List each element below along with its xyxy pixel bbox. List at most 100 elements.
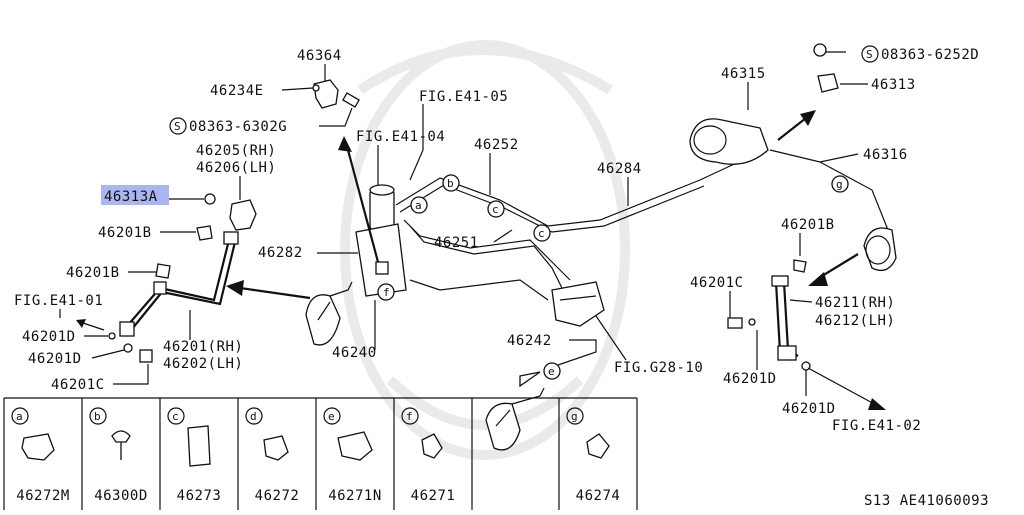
- legend-letter: c: [172, 410, 179, 423]
- label-46201D-right-a: 46201D: [723, 371, 777, 387]
- legend-letter: a: [16, 410, 23, 423]
- label-46242: 46242: [507, 333, 552, 349]
- label-46212: 46212(LH): [815, 313, 895, 329]
- label-46252: 46252: [474, 137, 519, 153]
- standard-part-symbol-s2: S: [861, 45, 879, 63]
- label-46211: 46211(RH): [815, 295, 895, 311]
- legend-letter: e: [328, 410, 335, 423]
- ref-fig-g28-10: FIG.G28-10: [614, 360, 703, 376]
- label-46313A: 46313A: [104, 189, 158, 205]
- ref-fig-e41-04: FIG.E41-04: [356, 129, 445, 145]
- part-rear-caliper-right-top: [689, 118, 769, 165]
- legend-cell-e: e 46271N: [323, 407, 382, 504]
- svg-text:S: S: [866, 48, 873, 61]
- label-08363-6252D: 08363-6252D: [881, 47, 979, 63]
- label-46201C-left: 46201C: [51, 377, 105, 393]
- legend-part-drawing: [111, 430, 131, 460]
- callout-g: g: [831, 175, 849, 193]
- legend-part-drawing: [586, 433, 610, 459]
- legend-letter-circle: [401, 407, 419, 425]
- legend-cell-f: f 46271: [401, 407, 456, 504]
- label-46201D-b: 46201D: [28, 351, 82, 367]
- legend-letter-circle: [323, 407, 341, 425]
- legend-part-number: 46300D: [94, 488, 148, 504]
- legend-letter: f: [406, 410, 413, 423]
- callout-e: e: [543, 362, 561, 380]
- callout-f: f: [377, 283, 395, 301]
- svg-text:a: a: [415, 199, 422, 212]
- legend-part-number: 46274: [576, 488, 621, 504]
- ref-fig-e41-05: FIG.E41-05: [419, 89, 508, 105]
- legend-letter-circle: [245, 407, 263, 425]
- svg-text:c: c: [538, 227, 545, 240]
- legend-cell-g: g 46274: [566, 407, 621, 504]
- legend-part-number: 46271N: [328, 488, 382, 504]
- svg-text:b: b: [447, 177, 454, 190]
- callout-a: a: [410, 196, 428, 214]
- legend-part-number: 46273: [177, 488, 222, 504]
- label-46201B-right: 46201B: [781, 217, 835, 233]
- label-46282: 46282: [258, 245, 303, 261]
- label-46316: 46316: [863, 147, 908, 163]
- legend-letter: b: [94, 410, 101, 423]
- svg-text:g: g: [836, 178, 843, 191]
- highlight-46313A[interactable]: [101, 185, 169, 205]
- part-rear-caliper-right: [863, 227, 897, 272]
- label-46315: 46315: [721, 66, 766, 82]
- master-cylinder: [355, 184, 407, 297]
- legend-part-drawing: [187, 425, 211, 467]
- label-46234E: 46234E: [210, 83, 264, 99]
- part-46313-bracket: [817, 73, 839, 93]
- arrow-to-hose: [239, 286, 311, 300]
- legend-letter-circle: [89, 407, 107, 425]
- legend-part-number: 46272: [255, 488, 300, 504]
- legend-part-number: 46271: [411, 488, 456, 504]
- part-front-caliper-left: [305, 281, 353, 346]
- legend-part-drawing: [21, 433, 55, 461]
- hose-fitting-bottom: [119, 321, 135, 337]
- arrow-to-rear-hose: [821, 253, 859, 277]
- svg-text:e: e: [548, 365, 555, 378]
- legend-cells: a 46272M b 46300D c 46273 d 46272 e 46271N f 46271 g…: [11, 407, 621, 504]
- legend-part-number: 46272M: [16, 488, 70, 504]
- legend-cell-a: a 46272M: [11, 407, 70, 504]
- legend-part-drawing: [421, 433, 443, 459]
- legend-letter: d: [250, 410, 257, 423]
- label-46201B-left: 46201B: [98, 225, 152, 241]
- legend-table: [3, 397, 638, 510]
- watermark-emblem: [340, 40, 630, 460]
- standard-part-symbol-s: S: [169, 117, 187, 135]
- label-46284: 46284: [597, 161, 642, 177]
- label-46201C-right: 46201C: [690, 275, 744, 291]
- legend-part-drawing: [337, 431, 373, 461]
- pipe-46284: [395, 151, 761, 227]
- ref-fig-e41-02: FIG.E41-02: [832, 418, 921, 434]
- label-46201B-left2: 46201B: [66, 265, 120, 281]
- direction-marker: [519, 371, 541, 388]
- label-46202: 46202(LH): [163, 356, 243, 372]
- legend-cell-c: c 46273: [167, 407, 222, 504]
- svg-text:c: c: [492, 203, 499, 216]
- legend-letter-circle: [11, 407, 29, 425]
- legend-cell-d: d 46272: [245, 407, 300, 504]
- ref-fig-e41-01: FIG.E41-01: [14, 293, 103, 309]
- legend-letter-circle: [566, 407, 584, 425]
- label-46251: 46251: [434, 235, 479, 251]
- label-46201D-a: 46201D: [22, 329, 76, 345]
- legend-cell-b: b 46300D: [89, 407, 148, 504]
- callout-c2: c: [533, 224, 551, 242]
- svg-text:f: f: [383, 286, 390, 299]
- proportioning-valve: [551, 281, 605, 327]
- callout-b: b: [442, 174, 460, 192]
- legend-letter: g: [571, 410, 578, 423]
- footer-code: S13 AE41060093: [864, 493, 989, 509]
- label-46206: 46206(LH): [196, 160, 276, 176]
- label-46201D-right-b: 46201D: [782, 401, 836, 417]
- legend-part-drawing: [263, 435, 289, 461]
- label-46201: 46201(RH): [163, 339, 243, 355]
- hose-fitting-top: [223, 231, 239, 245]
- brake-hose-46201: [127, 239, 231, 326]
- svg-text:S: S: [174, 120, 181, 133]
- part-rear-caliper-bottom: [485, 387, 545, 451]
